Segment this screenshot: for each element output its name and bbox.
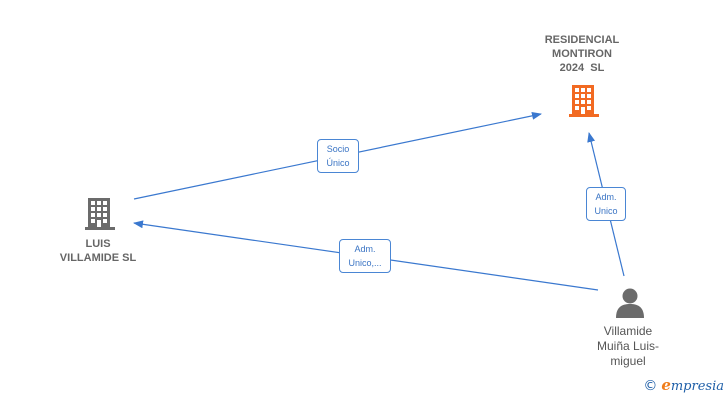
person-icon[interactable] [616, 288, 644, 319]
building-icon[interactable] [569, 85, 599, 117]
edge-label-line: Único [326, 158, 350, 168]
edge-label-line: Unico,... [348, 258, 382, 268]
edge-label-line: Adm. [354, 244, 376, 254]
building-icon[interactable] [85, 198, 115, 230]
edge-label-line: Socio [326, 144, 350, 154]
node-name-line: 2024 SL [559, 62, 605, 74]
node-name-line: Villamide [603, 324, 653, 338]
empresia-logo: ©empresia [643, 376, 724, 394]
edge-label-adm-unico-luis[interactable]: Adm. Unico,... [339, 239, 391, 273]
edge-label-line: Unico [594, 206, 618, 216]
node-luis-villamide[interactable]: LUIS VILLAMIDE SL [40, 237, 156, 265]
node-name-line: LUIS [85, 238, 111, 250]
node-name-line: Muiña Luis- [596, 339, 660, 353]
node-name-line: MONTIRON [552, 48, 612, 60]
brand-name: mpresia [670, 379, 724, 394]
node-name-line: RESIDENCIAL [544, 34, 620, 46]
node-person-villamide[interactable]: Villamide Muiña Luis- miguel [574, 324, 682, 369]
edge-label-socio-unico[interactable]: Socio Único [317, 139, 359, 173]
brand-initial: e [661, 376, 671, 394]
node-name-line: VILLAMIDE SL [59, 252, 137, 264]
node-name-line: miguel [610, 354, 646, 368]
edge-label-line: Adm. [595, 192, 617, 202]
copyright-icon: © [643, 378, 658, 394]
node-residencial-montiron[interactable]: RESIDENCIAL MONTIRON 2024 SL [520, 33, 644, 75]
edge-label-adm-unico-residencial[interactable]: Adm. Unico [586, 187, 626, 221]
